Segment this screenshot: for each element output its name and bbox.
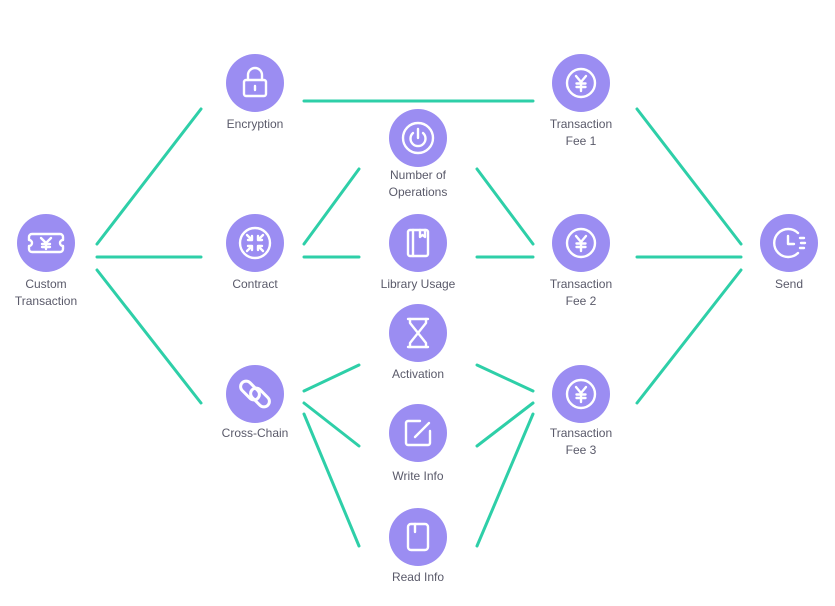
node-contract — [226, 214, 284, 272]
edge-contract-operations — [302, 167, 361, 246]
node-library-usage — [389, 214, 447, 272]
edge-readinfo-fee3 — [475, 412, 535, 548]
ticket-yuan-icon — [27, 232, 65, 254]
label-transaction-fee-3: Transaction Fee 3 — [549, 426, 613, 457]
edge-activation-fee3 — [475, 363, 535, 393]
edge-crosschain-writeinfo — [302, 401, 361, 448]
node-write-info — [389, 404, 447, 462]
edge-fee1-send — [635, 107, 743, 246]
label-write-info: Write Info — [392, 469, 444, 483]
hourglass-icon — [406, 317, 430, 349]
edge-fee3-send — [635, 268, 743, 405]
node-cross-chain — [226, 365, 284, 423]
clock-send-icon — [773, 227, 807, 259]
node-transaction-fee-1 — [552, 54, 610, 112]
label-transaction-fee-1: Transaction Fee 1 — [549, 117, 613, 148]
label-encryption: Encryption — [226, 117, 284, 131]
label-send: Send — [774, 277, 804, 291]
label-contract: Contract — [232, 277, 278, 291]
power-icon — [401, 121, 435, 155]
edit-icon — [404, 419, 432, 447]
lock-icon — [242, 66, 268, 98]
label-library-usage: Library Usage — [380, 277, 456, 291]
document-icon — [406, 522, 430, 552]
node-read-info — [389, 508, 447, 566]
edge-operations-fee2 — [475, 167, 535, 246]
edge-crosschain-readinfo — [302, 412, 361, 548]
edge-writeinfo-fee3 — [475, 401, 535, 448]
label-transaction-fee-2: Transaction Fee 2 — [549, 277, 613, 308]
label-number-of-operations: Number of Operations — [388, 168, 448, 199]
label-custom-transaction: Custom Transaction — [14, 277, 78, 308]
node-custom-transaction — [17, 214, 75, 272]
node-transaction-fee-2 — [552, 214, 610, 272]
node-number-of-operations — [389, 109, 447, 167]
label-read-info: Read Info — [391, 570, 445, 584]
node-encryption — [226, 54, 284, 112]
label-cross-chain: Cross-Chain — [221, 426, 289, 440]
compress-arrows-icon — [238, 226, 272, 260]
label-activation: Activation — [391, 367, 445, 381]
yuan-coin-icon — [565, 227, 597, 259]
yuan-coin-icon — [565, 67, 597, 99]
yuan-coin-icon — [565, 378, 597, 410]
node-send — [760, 214, 818, 272]
node-transaction-fee-3 — [552, 365, 610, 423]
book-icon — [406, 228, 430, 258]
chain-link-icon — [239, 379, 271, 409]
node-activation — [389, 304, 447, 362]
edge-crosschain-activation — [302, 363, 361, 393]
edge-custom-encryption — [95, 107, 203, 246]
edge-custom-crosschain — [95, 268, 203, 405]
